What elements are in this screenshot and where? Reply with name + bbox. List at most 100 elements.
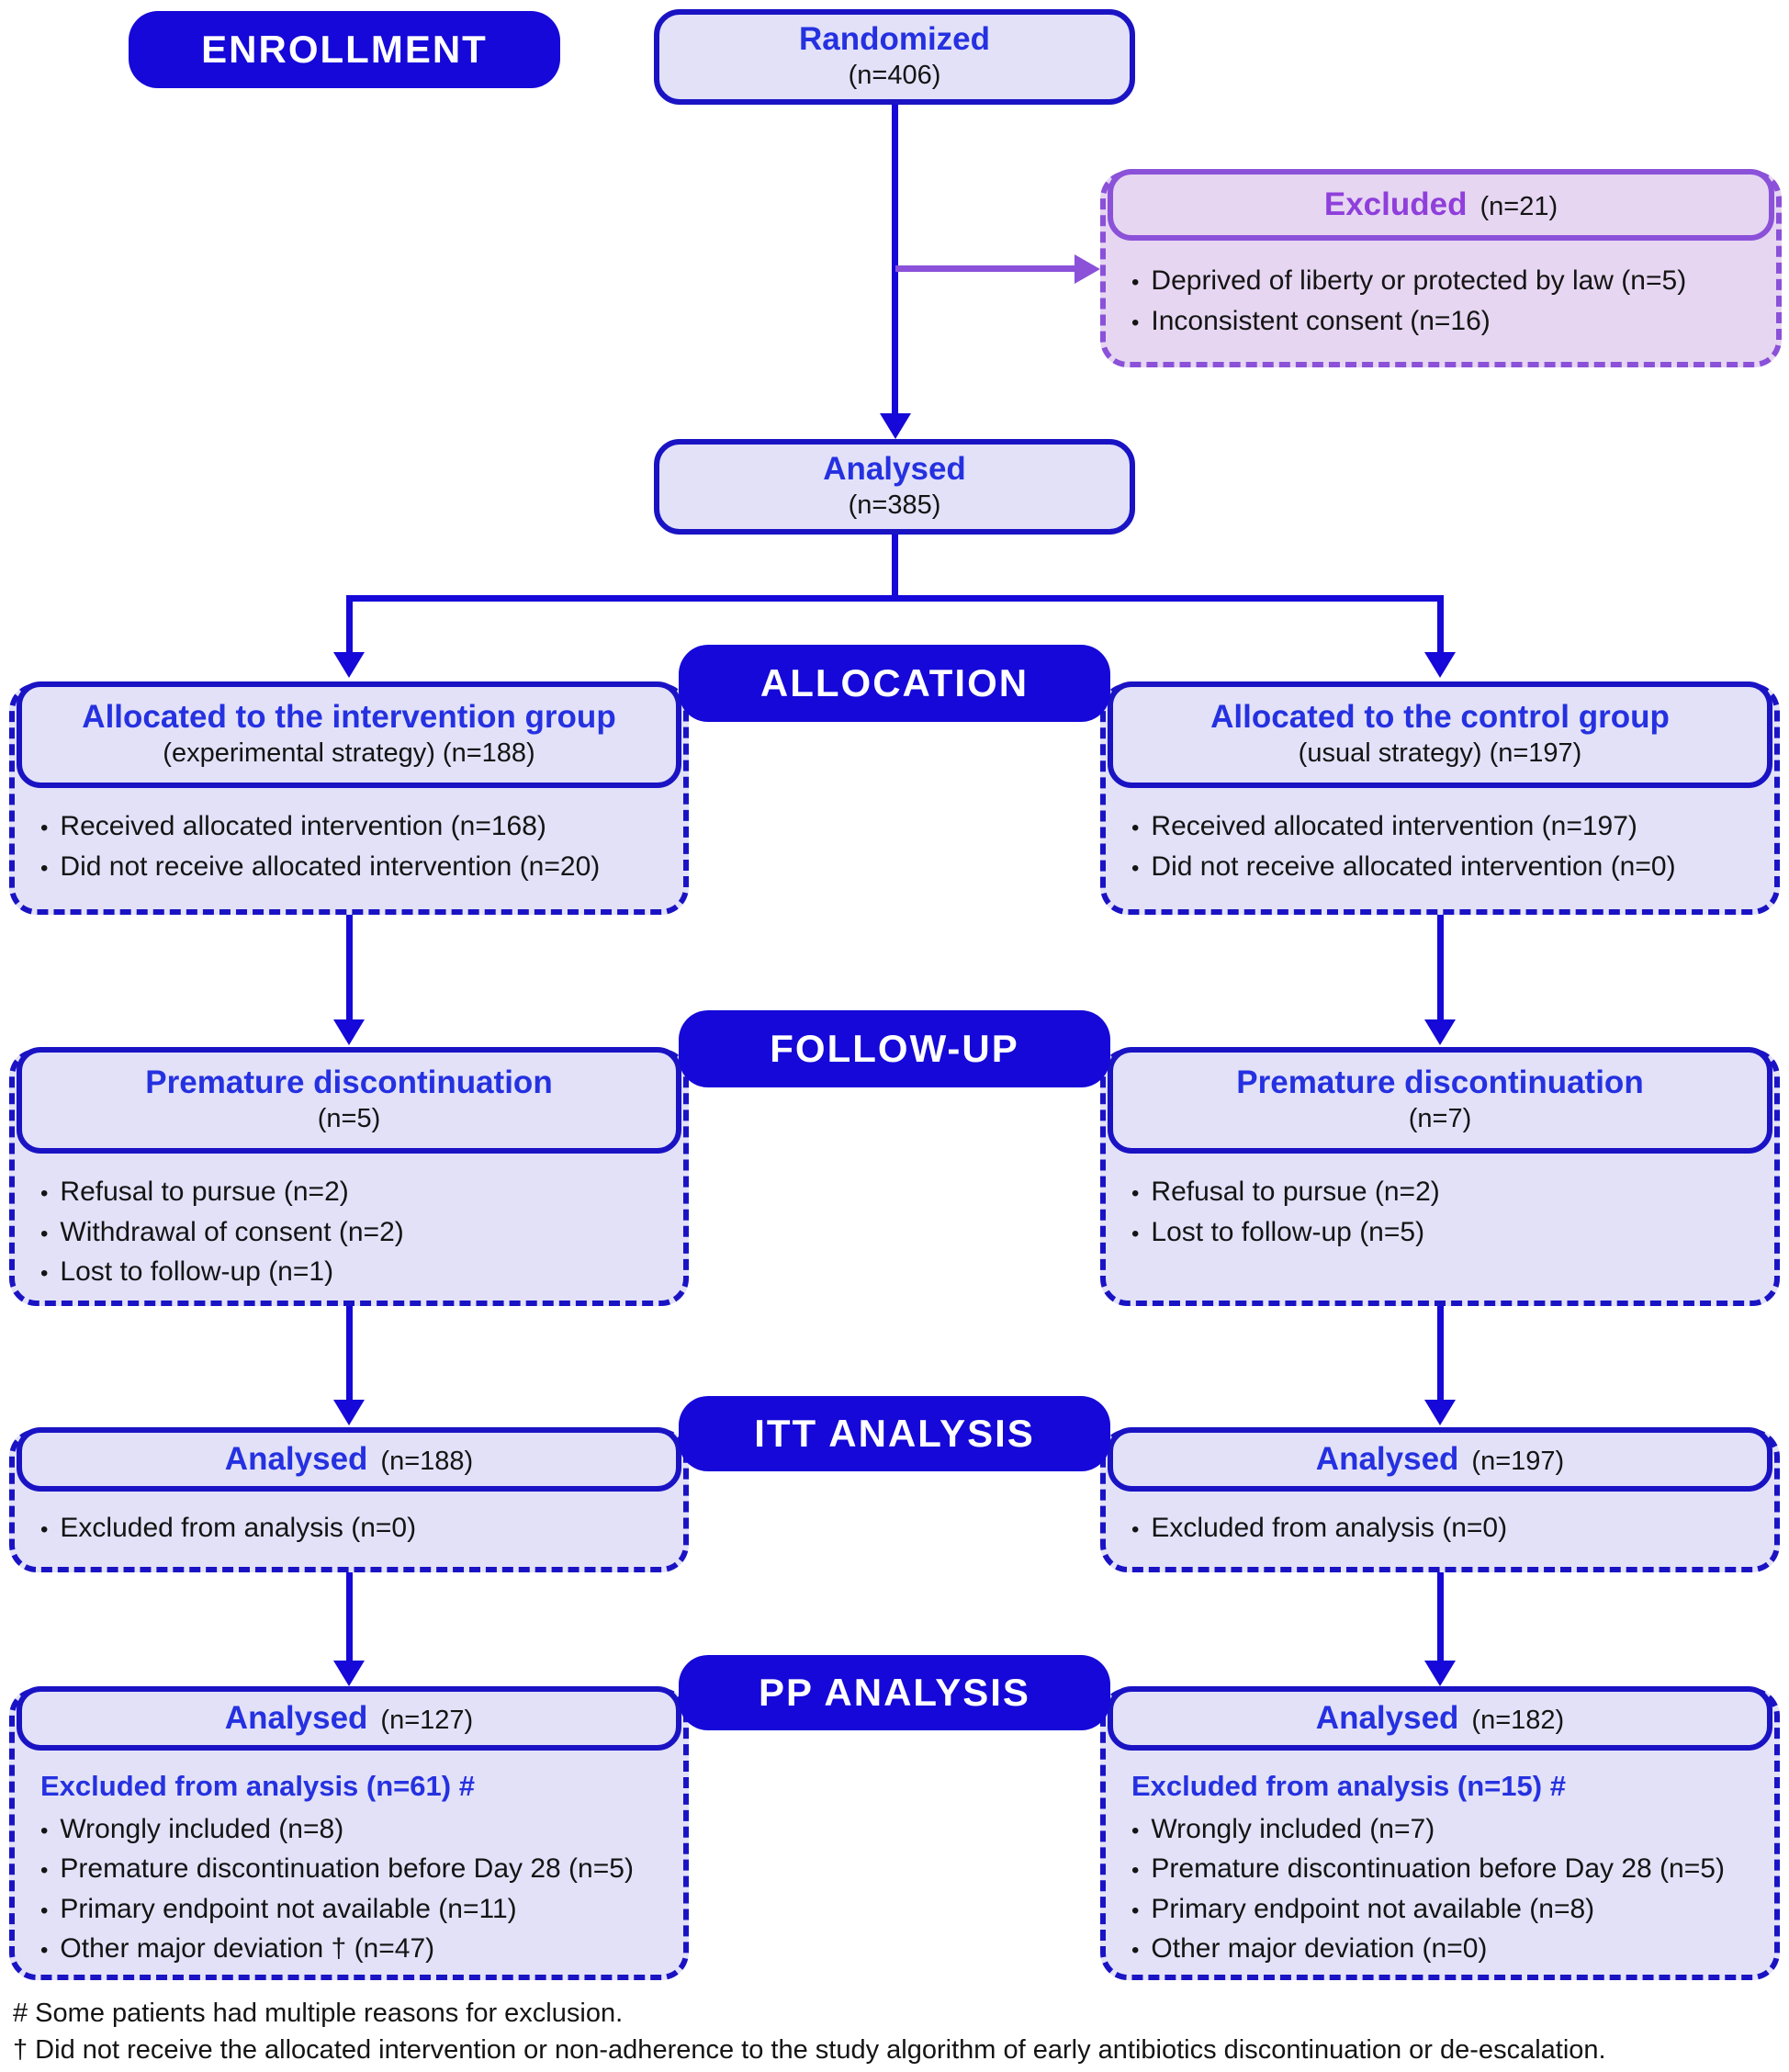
bullet-dot: • (40, 1261, 49, 1286)
connector-randomized-analysed (892, 103, 898, 419)
bullet-dot: • (1131, 1181, 1140, 1206)
bullet-text: Did not receive allocated intervention (… (1151, 850, 1676, 882)
bullet-text: Received allocated intervention (n=168) (60, 811, 546, 841)
arrowhead-alloc-right (1424, 652, 1456, 678)
connector-excluded-branch (895, 265, 1079, 272)
connector-alloc-fu-right (1437, 915, 1444, 1021)
pp-intervention-title: Analysed (224, 1699, 368, 1736)
excluded-title: Excluded (1323, 186, 1468, 222)
bullet-item: •Primary endpoint not available (n=11) (40, 1889, 669, 1930)
randomized-title: Randomized (798, 21, 991, 58)
pp-control-content: Excluded from analysis (n=15) # •Wrongly… (1131, 1767, 1760, 1969)
bullet-item: •Premature discontinuation before Day 28… (1131, 1849, 1760, 1889)
itt-intervention-bullets: •Excluded from analysis (n=0) (40, 1508, 669, 1548)
analysed-title: Analysed (823, 451, 966, 488)
allocation-intervention-bullets: •Received allocated intervention (n=168)… (40, 806, 669, 886)
itt-control-bullets: • Excluded from analysis (n=0) (1131, 1508, 1760, 1548)
itt-intervention-header-line: Analysed (n=188) (225, 1440, 473, 1480)
bullet-item: • Refusal to pursue (n=2) (1131, 1172, 1760, 1212)
bullet-item: •Wrongly included (n=7) (1131, 1809, 1760, 1850)
footnote-multiple-reasons: # Some patients had multiple reasons for… (13, 1999, 624, 2028)
arrowhead-itt-right (1424, 1400, 1456, 1425)
bullet-text: Deprived of liberty or protected by law … (1151, 265, 1687, 296)
pp-control-box: Analysed (n=182) Excluded from analysis (… (1100, 1686, 1780, 1980)
stage-pill-followup: FOLLOW-UP (679, 1010, 1110, 1087)
arrowhead-fu-left (333, 1019, 365, 1045)
bullet-dot: • (40, 1181, 49, 1206)
itt-control-title: Analysed (1315, 1440, 1459, 1477)
bullet-text: Inconsistent consent (n=16) (1151, 305, 1491, 336)
pp-control-header-line: Analysed (n=182) (1316, 1699, 1564, 1739)
bullet-item: • Premature discontinuation before Day 28… (40, 1849, 669, 1889)
pp-intervention-header: Analysed (n=127) (17, 1686, 681, 1751)
bullet-text: Refusal to pursue (n=2) (60, 1177, 349, 1207)
connector-fu-itt-right (1437, 1306, 1444, 1402)
bullet-item: • Did not receive allocated intervention … (1131, 847, 1760, 887)
bullet-text: Other major deviation (n=0) (1151, 1933, 1488, 1965)
bullet-dot: • (1131, 855, 1140, 881)
followup-intervention-box: Premature discontinuation (n=5) •Refusal… (9, 1047, 689, 1306)
stage-pill-itt-analysis: ITT ANALYSIS (679, 1396, 1110, 1471)
allocation-control-bullets: • Received allocated intervention (n=197)… (1131, 806, 1760, 886)
itt-intervention-header: Analysed (n=188) (17, 1427, 681, 1492)
excluded-header-line: Excluded(n=21) (1324, 186, 1558, 225)
bullet-text: Excluded from analysis (n=0) (1151, 1513, 1508, 1543)
bullet-item: • Other major deviation (n=0) (1131, 1929, 1760, 1969)
allocation-intervention-box: Allocated to the intervention group (exp… (9, 681, 689, 915)
pp-control-n: (n=182) (1471, 1705, 1565, 1735)
bullet-dot: • (40, 1858, 49, 1884)
pp-intervention-bullets: • Wrongly included (n=8) • Premature discon… (40, 1809, 669, 1969)
connector-split-right (1437, 595, 1444, 654)
bullet-dot: • (1131, 1938, 1140, 1964)
allocation-intervention-title: Allocated to the intervention group (82, 699, 616, 736)
followup-intervention-bullets: • Refusal to pursue (n=2) •Withdrawal of c… (40, 1172, 669, 1292)
bullet-text: Did not receive allocated intervention (… (60, 850, 601, 882)
bullet-dot: • (1131, 1897, 1140, 1923)
arrowhead-itt-left (333, 1400, 365, 1425)
followup-control-header: Premature discontinuation (n=7) (1108, 1047, 1772, 1154)
bullet-text: Premature discontinuation before Day 28 … (1151, 1853, 1725, 1885)
followup-control-bullets: • Refusal to pursue (n=2) •Lost to follow-… (1131, 1172, 1760, 1252)
bullet-dot: • (1131, 1818, 1140, 1843)
arrowhead-excluded (1075, 254, 1100, 284)
arrowhead-fu-right (1424, 1019, 1456, 1045)
itt-control-n: (n=197) (1471, 1446, 1565, 1476)
bullet-text: Received allocated intervention (n=197) (1151, 811, 1637, 841)
itt-intervention-title: Analysed (224, 1440, 368, 1477)
connector-split-left (346, 595, 353, 654)
bullet-text: Other major deviation † (n=47) (60, 1933, 435, 1965)
allocation-intervention-subtitle: (experimental strategy) (n=188) (163, 738, 535, 769)
excluded-bullet-list: • Deprived of liberty or protected by law… (1131, 261, 1761, 341)
arrowhead-alloc-left (333, 652, 365, 678)
allocation-control-subtitle: (usual strategy) (n=197) (1298, 738, 1582, 769)
pp-control-title: Analysed (1315, 1699, 1459, 1736)
footnote-deviation-definition: † Did not receive the allocated interven… (13, 2035, 1606, 2065)
itt-intervention-n: (n=188) (380, 1446, 474, 1476)
bullet-item: • Refusal to pursue (n=2) (40, 1172, 669, 1212)
bullet-item: •Withdrawal of consent (n=2) (40, 1212, 669, 1253)
connector-fu-itt-left (346, 1306, 353, 1402)
pp-intervention-n: (n=127) (380, 1705, 474, 1735)
allocation-intervention-header: Allocated to the intervention group (exp… (17, 681, 681, 788)
pp-intervention-box: Analysed(n=127) Excluded from analysis (… (9, 1686, 689, 1980)
bullet-dot: • (40, 1818, 49, 1843)
bullet-item: • Excluded from analysis (n=0) (1131, 1508, 1760, 1548)
bullet-dot: • (40, 1221, 49, 1246)
bullet-text: Refusal to pursue (n=2) (1151, 1177, 1440, 1207)
bullet-text: Premature discontinuation before Day 28 … (60, 1853, 634, 1885)
bullet-text: Wrongly included (n=8) (60, 1813, 344, 1844)
bullet-text: Primary endpoint not available (n=11) (60, 1893, 517, 1924)
bullet-item: •Lost to follow-up (n=1) (40, 1252, 669, 1292)
analysed-n: (n=385) (848, 490, 941, 521)
bullet-item: •Lost to follow-up (n=5) (1131, 1212, 1760, 1253)
arrowhead-analysed (880, 413, 911, 439)
bullet-dot: • (1131, 310, 1140, 335)
bullet-item: •Did not receive allocated intervention … (40, 847, 669, 887)
connector-itt-pp-right (1437, 1572, 1444, 1662)
stage-pill-pp-analysis: PP ANALYSIS (679, 1655, 1110, 1730)
bullet-dot: • (1131, 1517, 1140, 1542)
randomized-box: Randomized (n=406) (654, 9, 1135, 105)
followup-intervention-title: Premature discontinuation (145, 1064, 553, 1101)
allocation-control-header: Allocated to the control group (usual st… (1108, 681, 1772, 788)
